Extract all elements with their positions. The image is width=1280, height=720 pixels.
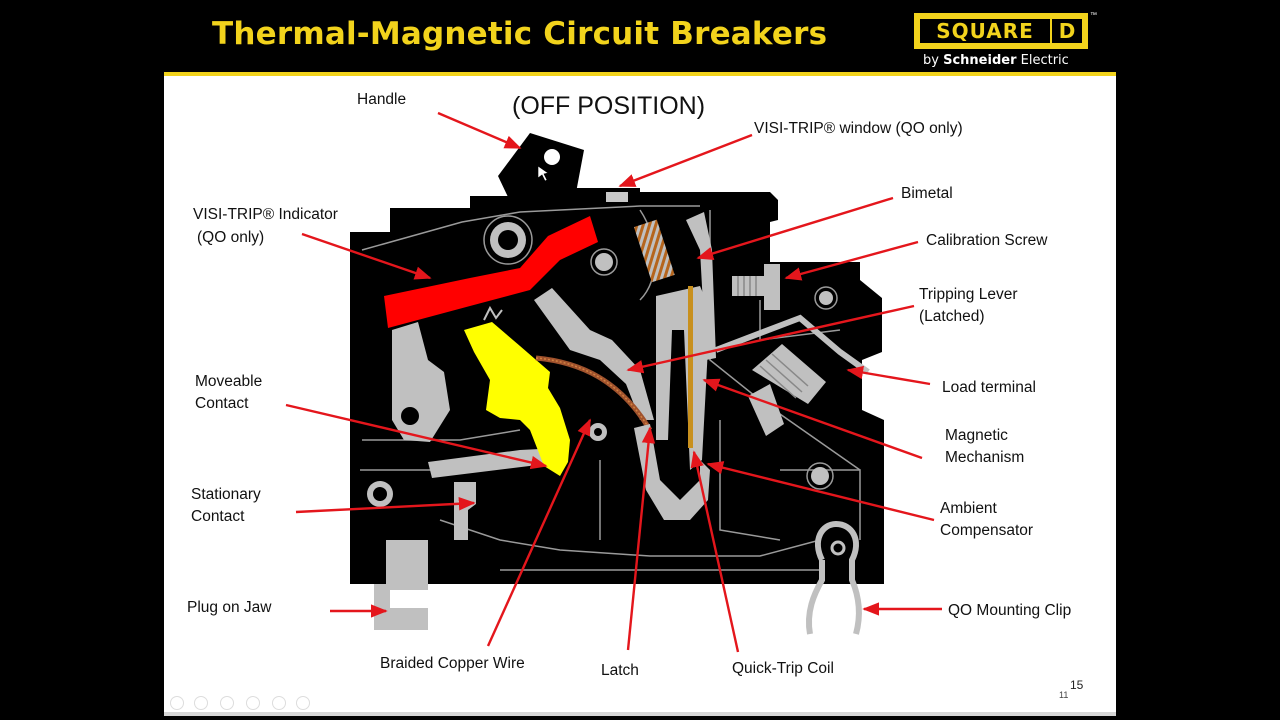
byline-prefix: by xyxy=(923,53,939,68)
moveable-contact xyxy=(464,322,570,476)
arrow-moveable xyxy=(285,403,548,470)
label-stationary-2: Contact xyxy=(191,508,245,525)
arrow-latch xyxy=(626,426,656,651)
visi-trip-indicator xyxy=(384,216,598,328)
logo-letter: D xyxy=(1052,19,1082,43)
logo-byline: by Schneider Electric xyxy=(923,53,1069,68)
label-braided-copper-wire: Braided Copper Wire xyxy=(380,655,525,672)
label-load-terminal: Load terminal xyxy=(942,379,1036,396)
callout-arrows xyxy=(285,111,942,653)
calibration-screw-threads xyxy=(737,276,757,296)
previous-slide-icon[interactable] xyxy=(170,696,184,710)
label-tripping-lever-2: (Latched) xyxy=(919,308,985,325)
visi-trip-window xyxy=(606,192,628,202)
label-visi-indicator-1: VISI-TRIP® Indicator xyxy=(193,206,338,223)
trademark-mark: ™ xyxy=(1090,12,1097,19)
arrow-magnetic xyxy=(702,378,923,460)
arrow-calibration xyxy=(784,240,919,281)
label-plug-on-jaw: Plug on Jaw xyxy=(187,599,272,616)
calibration-spring xyxy=(633,219,675,283)
label-visi-indicator-2: (QO only) xyxy=(197,229,265,246)
page-number: 15 xyxy=(1070,678,1084,692)
label-quick-trip-coil: Quick-Trip Coil xyxy=(732,660,834,677)
label-calibration-screw: Calibration Screw xyxy=(926,232,1048,249)
arrow-visi-indicator xyxy=(301,232,432,280)
arrow-handle xyxy=(437,111,522,150)
arrow-visi-window xyxy=(618,133,753,188)
pen-tool-icon[interactable] xyxy=(220,696,234,710)
label-tripping-lever-1: Tripping Lever xyxy=(919,286,1018,303)
label-handle: Handle xyxy=(357,91,407,108)
label-ambient-1: Ambient xyxy=(940,500,997,517)
label-moveable-1: Moveable xyxy=(195,373,263,390)
slide-bottom-edge xyxy=(164,712,1116,716)
arrow-tripping-lever xyxy=(626,304,915,374)
label-visi-window: VISI-TRIP® window (QO only) xyxy=(754,120,963,137)
slides-grid-icon[interactable] xyxy=(246,696,260,710)
label-moveable-2: Contact xyxy=(195,395,249,412)
byline-suffix: Electric xyxy=(1020,53,1069,68)
more-options-icon[interactable] xyxy=(296,696,310,710)
arrow-stationary xyxy=(295,497,476,514)
arrow-load-terminal xyxy=(846,365,931,386)
qo-mounting-clip xyxy=(806,520,862,635)
label-ambient-2: Compensator xyxy=(940,522,1034,539)
label-magnetic-1: Magnetic xyxy=(945,427,1008,444)
position-heading: (OFF POSITION) xyxy=(512,92,706,120)
byline-brand: Schneider xyxy=(943,53,1017,68)
arrow-ambient xyxy=(706,461,935,522)
slide-sub-number: 11 xyxy=(1059,690,1069,700)
slide-title: Thermal-Magnetic Circuit Breakers xyxy=(212,16,828,52)
bimetal-strip xyxy=(688,286,693,448)
arrow-braided xyxy=(486,418,592,647)
arrow-bimetal xyxy=(696,196,894,260)
label-bimetal: Bimetal xyxy=(901,185,953,202)
label-latch: Latch xyxy=(601,662,639,679)
label-stationary-1: Stationary xyxy=(191,486,261,503)
zoom-icon[interactable] xyxy=(272,696,286,710)
label-magnetic-2: Mechanism xyxy=(945,449,1025,466)
next-slide-icon[interactable] xyxy=(194,696,208,710)
plug-on-jaw xyxy=(374,482,476,630)
load-terminal xyxy=(748,344,826,436)
square-d-logo: SQUARE D xyxy=(914,13,1088,49)
label-qo-mounting-clip: QO Mounting Clip xyxy=(948,602,1072,619)
logo-wordmark: SQUARE xyxy=(920,19,1050,43)
arrow-quick-trip xyxy=(690,450,740,653)
load-terminal-threads xyxy=(759,353,809,399)
